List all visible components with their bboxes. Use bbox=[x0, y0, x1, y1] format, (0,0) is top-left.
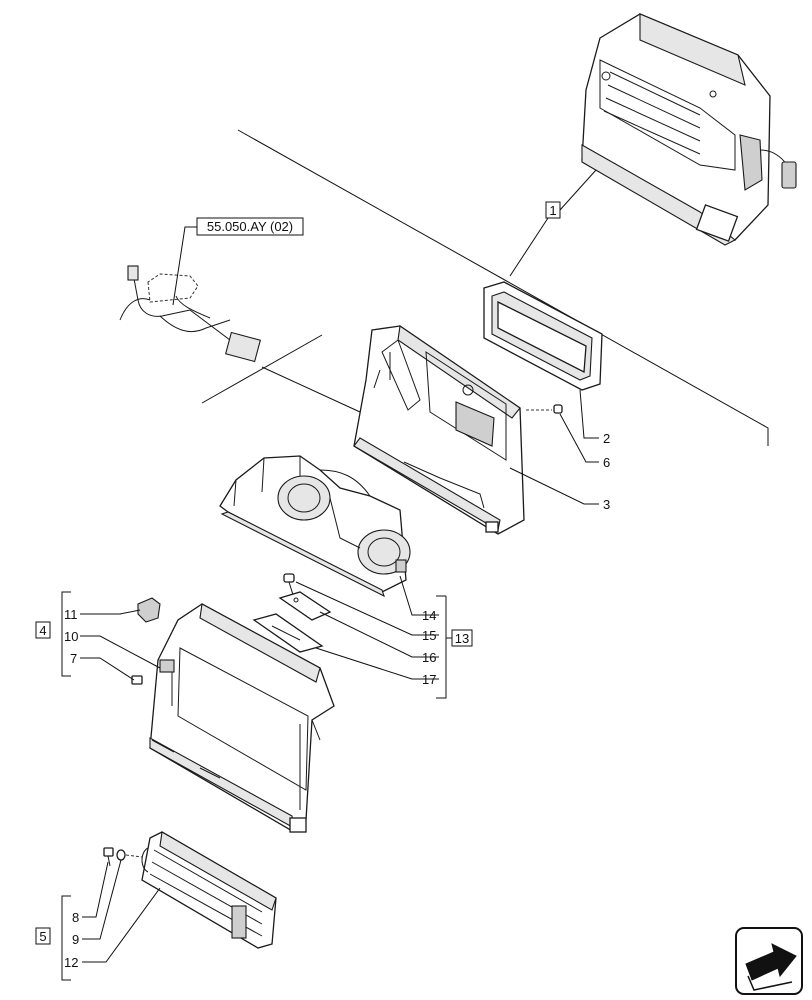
screw-8[interactable] bbox=[103, 847, 114, 867]
callout-5[interactable]: 5 bbox=[39, 929, 46, 944]
hvac-unit-assembly[interactable] bbox=[581, 13, 797, 246]
heater-core-12[interactable] bbox=[141, 831, 277, 949]
callout-2[interactable]: 2 bbox=[603, 431, 610, 446]
assembly-outline-lines bbox=[201, 129, 769, 446]
callout-labels: 1 2 6 3 14 15 16 17 13 4 11 10 7 5 8 9 1… bbox=[35, 201, 610, 970]
callout-17[interactable]: 17 bbox=[422, 672, 436, 687]
callout-1[interactable]: 1 bbox=[549, 203, 556, 218]
callout-14[interactable]: 14 bbox=[422, 608, 436, 623]
callout-12[interactable]: 12 bbox=[64, 955, 78, 970]
callout-9[interactable]: 9 bbox=[72, 932, 79, 947]
screw-6[interactable] bbox=[526, 404, 563, 414]
callout-11[interactable]: 11 bbox=[64, 607, 78, 622]
callout-6[interactable]: 6 bbox=[603, 455, 610, 470]
callout-4[interactable]: 4 bbox=[39, 623, 46, 638]
bracket-17[interactable] bbox=[252, 613, 324, 653]
blower-fan-assembly[interactable] bbox=[219, 455, 411, 598]
reference-text: 55.050.AY (02) bbox=[207, 219, 293, 234]
group-brackets bbox=[61, 591, 452, 981]
callout-7[interactable]: 7 bbox=[70, 651, 77, 666]
callout-3[interactable]: 3 bbox=[603, 497, 610, 512]
washer-9[interactable] bbox=[116, 849, 143, 861]
callout-16[interactable]: 16 bbox=[422, 650, 436, 665]
clip-7[interactable] bbox=[131, 675, 143, 685]
seal-gasket[interactable] bbox=[483, 281, 603, 391]
callout-15[interactable]: 15 bbox=[422, 628, 436, 643]
connector-11[interactable] bbox=[137, 597, 161, 623]
bracket-16[interactable] bbox=[278, 591, 332, 621]
housing-shell[interactable] bbox=[353, 325, 525, 535]
callout-10[interactable]: 10 bbox=[64, 629, 78, 644]
callout-leaders bbox=[80, 169, 599, 963]
next-page-arrow-icon[interactable] bbox=[735, 927, 803, 995]
reference-label[interactable]: 55.050.AY (02) bbox=[172, 217, 304, 306]
callout-8[interactable]: 8 bbox=[72, 910, 79, 925]
wiring-harness[interactable] bbox=[119, 265, 262, 363]
lower-housing-10[interactable] bbox=[149, 603, 335, 833]
callout-13[interactable]: 13 bbox=[455, 631, 469, 646]
